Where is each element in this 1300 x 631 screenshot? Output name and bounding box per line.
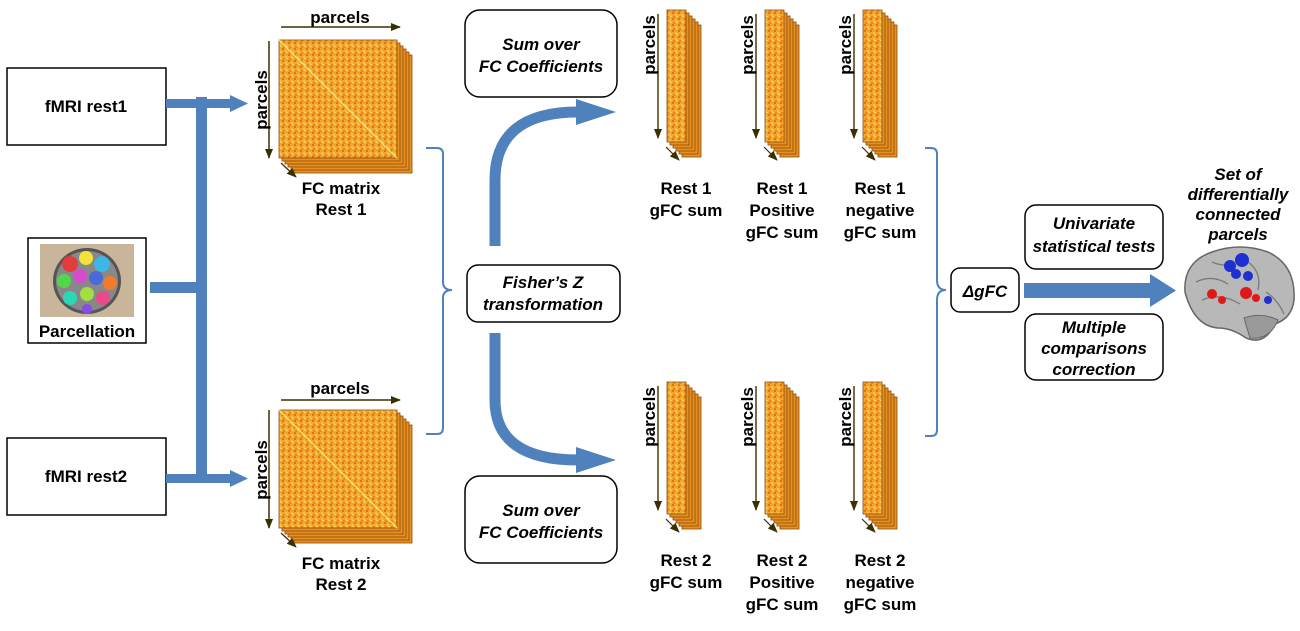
vector-stack-rest2-gfc-sum: parcels — [640, 381, 702, 533]
result-line3: connected — [1195, 205, 1281, 224]
fmri-rest1-box: fMRI rest1 — [6, 67, 167, 146]
vector-layer — [666, 381, 687, 515]
gfc-vector-stacks: parcels parcels parcels parcels parcels parce… — [640, 9, 898, 533]
caption-rest1-positive-l3: gFC sum — [746, 223, 819, 242]
vector-layer — [764, 9, 785, 143]
caption-rest1-positive-l2: Positive — [749, 201, 814, 220]
parcellation-box: Parcellation — [27, 237, 147, 344]
fc-matrix-rest1 — [278, 39, 413, 174]
univariate-line2: statistical tests — [1033, 237, 1156, 256]
vector-layer — [862, 9, 883, 143]
multiple-line3: correction — [1052, 360, 1135, 379]
vector-depth-arrow — [861, 146, 876, 161]
fmri-rest2-label: fMRI rest2 — [45, 467, 127, 486]
fc-matrix-axes-rest1: parcels parcels — [252, 8, 401, 178]
caption-rest1-negative-l2: negative — [846, 201, 915, 220]
multiple-line2: comparisons — [1041, 339, 1147, 358]
vector-captions-rest2: Rest 2 gFC sum Rest 2 Positive gFC sum R… — [650, 551, 917, 614]
brain-result-icon — [1184, 246, 1295, 341]
brain-parcellation-icon — [53, 248, 121, 314]
fc-matrix-rest2 — [278, 409, 413, 544]
fc-matrix-rest2-caption-line1: FC matrix — [302, 554, 381, 573]
caption-rest2-negative-l3: gFC sum — [844, 595, 917, 614]
sum-over-box-top: Sum over FC Coefficients — [464, 9, 618, 98]
matrix-rest1-x-axis-label: parcels — [310, 8, 370, 27]
curved-arrow-down — [489, 333, 616, 473]
delta-gfc-label: ΔgFC — [962, 282, 1008, 301]
vector-depth-arrow — [665, 146, 680, 161]
caption-rest1-positive-l1: Rest 1 — [756, 179, 807, 198]
matrix-diagonal — [278, 39, 398, 159]
vector-depth-arrow — [763, 146, 778, 161]
vector-captions-rest1: Rest 1 gFC sum Rest 1 Positive gFC sum R… — [650, 179, 917, 242]
fc-matrix-rest1-caption-line1: FC matrix — [302, 179, 381, 198]
caption-rest1-gfc-sum-l1: Rest 1 — [660, 179, 711, 198]
delta-gfc-box: ΔgFC — [950, 267, 1020, 313]
fc-matrix-axes-rest2: parcels parcels — [252, 379, 401, 548]
result-label: Set of differentially connected parcels — [1188, 165, 1290, 244]
vector-stack-rest2-positive: parcels — [738, 381, 800, 533]
vector-axis-label: parcels — [836, 15, 855, 75]
fc-matrix-rest1-caption-line2: Rest 1 — [315, 200, 366, 219]
fisher-z-box: Fisher’s Z transformation — [466, 264, 621, 323]
sum-over-top-line1: Sum over — [502, 35, 581, 54]
parcellation-label: Parcellation — [39, 322, 135, 341]
vector-layer — [666, 9, 687, 143]
caption-rest2-negative-l1: Rest 2 — [854, 551, 905, 570]
sum-over-top-line2: FC Coefficients — [479, 57, 603, 76]
matrix-diagonal — [278, 409, 398, 529]
input-connector — [150, 95, 248, 487]
caption-rest1-negative-l1: Rest 1 — [854, 179, 905, 198]
sum-over-bottom-line1: Sum over — [502, 501, 581, 520]
matrix-rest2-x-axis-label: parcels — [310, 379, 370, 398]
multiple-comparisons-box: Multiple comparisons correction — [1024, 313, 1164, 381]
caption-rest2-negative-l2: negative — [846, 573, 915, 592]
caption-rest2-gfc-sum-l1: Rest 2 — [660, 551, 711, 570]
vector-stack-rest1-negative: parcels — [836, 9, 898, 161]
vector-axis-label: parcels — [836, 387, 855, 447]
fisher-z-line1: Fisher’s Z — [503, 273, 584, 292]
vector-stack-rest1-positive: parcels — [738, 9, 800, 161]
vector-axis-label: parcels — [738, 387, 757, 447]
caption-rest2-gfc-sum-l2: gFC sum — [650, 573, 723, 592]
vector-stack-rest1-gfc-sum: parcels — [640, 9, 702, 161]
univariate-line1: Univariate — [1053, 214, 1135, 233]
vector-axis-label: parcels — [640, 387, 659, 447]
vector-layer — [862, 381, 883, 515]
univariate-box: Univariate statistical tests — [1024, 204, 1164, 270]
multiple-line1: Multiple — [1062, 318, 1126, 337]
final-arrow — [1024, 274, 1176, 307]
vector-axis-label: parcels — [738, 15, 757, 75]
sum-over-box-bottom: Sum over FC Coefficients — [464, 475, 618, 564]
caption-rest2-positive-l2: Positive — [749, 573, 814, 592]
caption-rest1-gfc-sum-l2: gFC sum — [650, 201, 723, 220]
vector-stack-rest2-negative: parcels — [836, 381, 898, 533]
caption-rest1-negative-l3: gFC sum — [844, 223, 917, 242]
result-line1: Set of — [1214, 165, 1264, 184]
vector-layer — [764, 381, 785, 515]
vector-depth-arrow — [861, 518, 876, 533]
result-line4: parcels — [1207, 225, 1268, 244]
fc-matrix-rest2-caption-line2: Rest 2 — [315, 575, 366, 594]
curved-arrow-up — [489, 99, 616, 246]
fmri-rest2-box: fMRI rest2 — [6, 437, 167, 516]
vector-depth-arrow — [665, 518, 680, 533]
vectors-brace — [925, 147, 947, 437]
result-line2: differentially — [1188, 185, 1290, 204]
vector-axis-label: parcels — [640, 15, 659, 75]
matrices-brace — [426, 147, 453, 435]
sum-over-bottom-line2: FC Coefficients — [479, 523, 603, 542]
caption-rest2-positive-l3: gFC sum — [746, 595, 819, 614]
vector-depth-arrow — [763, 518, 778, 533]
fmri-rest1-label: fMRI rest1 — [45, 97, 127, 116]
matrix-rest2-y-axis-label: parcels — [252, 440, 271, 500]
matrix-rest1-y-axis-label: parcels — [252, 70, 271, 130]
fisher-z-line2: transformation — [483, 295, 603, 314]
caption-rest2-positive-l1: Rest 2 — [756, 551, 807, 570]
